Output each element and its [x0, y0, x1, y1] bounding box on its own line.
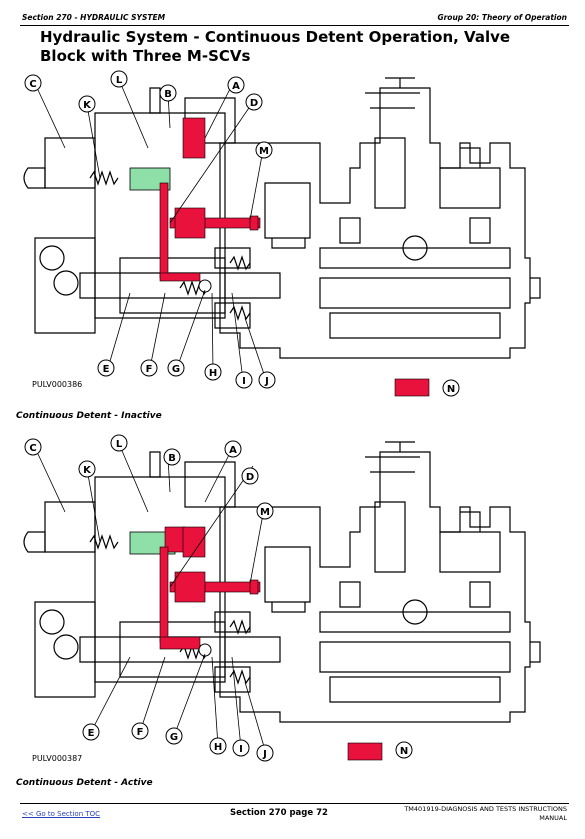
svg-text:B: B	[168, 453, 176, 464]
callout-b: B	[159, 84, 177, 102]
callout-h: H	[209, 737, 227, 755]
callout-a: A	[224, 440, 242, 458]
footer-divider	[20, 803, 569, 804]
svg-text:L: L	[116, 439, 123, 450]
page-title: Hydraulic System - Continuous Detent Ope…	[40, 28, 511, 65]
svg-text:M: M	[260, 507, 270, 518]
diagram-inactive: C L A B K D M E F G H I J N PULV000386	[20, 68, 568, 408]
callout-k: K	[78, 460, 96, 478]
valve-block-diagram-active: C L A B K D M E F G H I J N	[23, 434, 541, 762]
section-header: Section 270 - HYDRAULIC SYSTEM	[22, 13, 166, 22]
figure-id: PULV000387	[32, 754, 83, 763]
svg-text:J: J	[262, 749, 267, 760]
callout-m: M	[255, 141, 273, 159]
svg-text:B: B	[164, 89, 172, 100]
callout-g: G	[165, 727, 183, 745]
manual-title-line-2: MANUAL	[539, 814, 567, 822]
callouts-diagram-1: C L A B K D M E F G H I J N	[24, 70, 460, 397]
callout-l: L	[110, 434, 128, 452]
pressure-legend-swatch	[394, 378, 430, 397]
svg-text:M: M	[259, 146, 269, 157]
svg-text:C: C	[29, 79, 36, 90]
svg-text:G: G	[170, 732, 178, 743]
svg-text:F: F	[146, 364, 153, 375]
callout-n: N	[442, 379, 460, 397]
callout-n: N	[395, 741, 413, 759]
callout-k: K	[78, 95, 96, 113]
callout-b: B	[163, 448, 181, 466]
svg-text:E: E	[88, 728, 95, 739]
callout-f: F	[140, 359, 158, 377]
callout-e: E	[82, 723, 100, 741]
callout-g: G	[167, 359, 185, 377]
figure-id: PULV000386	[32, 380, 83, 389]
valve-block-diagram-inactive: C L A B K D M E F G H I J N	[23, 70, 541, 397]
callout-e: E	[97, 359, 115, 377]
svg-text:C: C	[29, 443, 36, 454]
callout-a: A	[227, 76, 245, 94]
svg-text:L: L	[116, 75, 123, 86]
figure-caption: Continuous Detent - Inactive	[16, 411, 162, 421]
header-divider	[20, 25, 569, 26]
callout-i: I	[235, 371, 253, 389]
svg-text:H: H	[214, 742, 222, 753]
group-header: Group 20: Theory of Operation	[437, 13, 567, 22]
callout-f: F	[131, 722, 149, 740]
callout-j: J	[258, 371, 276, 389]
svg-text:A: A	[229, 445, 237, 456]
svg-text:G: G	[172, 364, 180, 375]
svg-text:H: H	[209, 368, 217, 379]
pressure-legend-swatch	[347, 742, 383, 761]
svg-text:J: J	[264, 376, 269, 387]
page-number: Section 270 page 72	[230, 808, 328, 818]
callout-m: M	[256, 502, 274, 520]
callout-d: D	[245, 93, 263, 111]
svg-text:E: E	[103, 364, 110, 375]
callouts-diagram-2: C L A B K D M E F G H I J N	[24, 434, 413, 762]
svg-text:I: I	[242, 376, 246, 387]
manual-title: TM401919-DIAGNOSIS AND TESTS INSTRUCTION…	[377, 805, 567, 823]
svg-text:A: A	[232, 81, 240, 92]
svg-text:K: K	[83, 465, 92, 476]
svg-text:K: K	[83, 100, 92, 111]
manual-title-line-1: TM401919-DIAGNOSIS AND TESTS INSTRUCTION…	[404, 805, 567, 813]
callout-c: C	[24, 74, 42, 92]
svg-text:D: D	[250, 98, 258, 109]
callout-c: C	[24, 438, 42, 456]
section-toc-link[interactable]: << Go to Section TOC	[22, 810, 101, 818]
callout-h: H	[204, 363, 222, 381]
callout-i: I	[232, 739, 250, 757]
svg-text:N: N	[400, 746, 408, 757]
callout-l: L	[110, 70, 128, 88]
callout-d: D	[241, 467, 259, 485]
svg-text:I: I	[239, 744, 243, 755]
diagram-active: C L A B K D M E F G H I J N PULV000387	[20, 432, 568, 772]
figure-caption: Continuous Detent - Active	[16, 778, 153, 788]
svg-text:D: D	[246, 472, 254, 483]
svg-text:F: F	[137, 727, 144, 738]
callout-j: J	[256, 744, 274, 762]
svg-text:N: N	[447, 384, 455, 395]
